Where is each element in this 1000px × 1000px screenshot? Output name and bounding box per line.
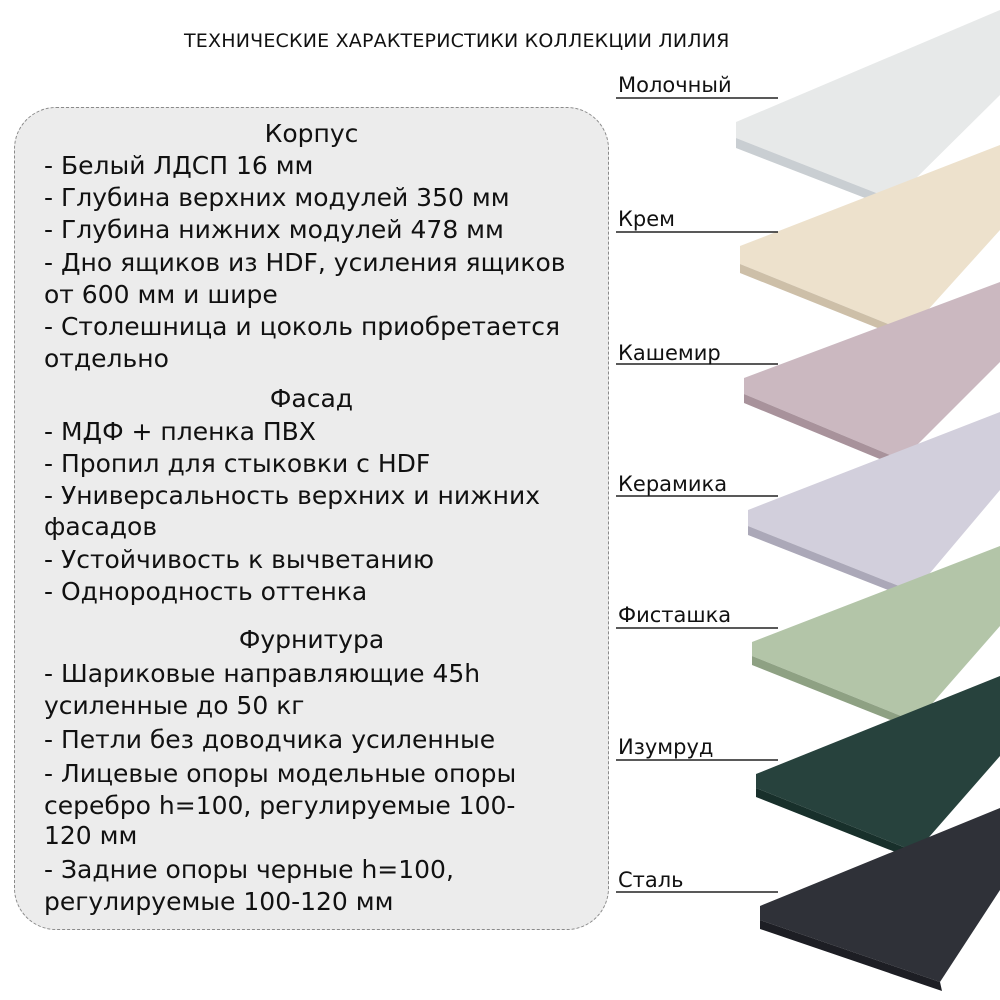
swatch-label: Изумруд — [618, 735, 714, 759]
swatch-face — [744, 282, 1000, 460]
swatch-face — [752, 546, 1000, 722]
swatch-edge — [760, 920, 942, 991]
spec-line: - Однородность оттенка — [44, 577, 368, 606]
spec-line: - Петли без доводчика усиленные — [44, 725, 496, 754]
swatch-face — [740, 145, 1000, 332]
swatch-label: Кашемир — [618, 341, 721, 365]
swatch-edge — [736, 138, 896, 210]
spec-line: - Пропил для стыковки с HDF — [44, 449, 431, 478]
swatch-label: Крем — [618, 207, 676, 231]
spec-line: - МДФ + пленка ПВХ — [44, 417, 316, 446]
spec-line: фасадов — [44, 512, 158, 541]
spec-line: - Дно ящиков из HDF, усиления ящиков — [44, 248, 566, 277]
swatch-label: Молочный — [618, 73, 732, 97]
swatch-panel-ceramic — [616, 412, 1000, 601]
swatch-face — [756, 676, 1000, 852]
swatch-panel-emerald — [616, 676, 1000, 861]
spec-line: усиленные до 50 кг — [44, 691, 305, 720]
spec-line: серебро h=100, регулируемые 100- — [44, 791, 516, 820]
swatch-face — [748, 412, 1000, 592]
spec-line: - Универсальность верхних и нижних — [44, 481, 540, 510]
spec-line: - Устойчивость к вычветанию — [44, 545, 435, 574]
spec-line: - Задние опоры черные h=100, — [44, 855, 454, 884]
spec-line: отдельно — [44, 344, 169, 373]
spec-line: от 600 мм и шире — [44, 280, 278, 309]
swatch-face — [760, 808, 1000, 982]
swatch-label: Керамика — [618, 472, 728, 496]
spec-line: - Шариковые направляющие 45h — [44, 659, 481, 688]
specs-panel — [14, 107, 609, 930]
swatch-panel-steel — [616, 808, 1000, 991]
swatch-panel-milk — [616, 10, 1000, 210]
page-title: ТЕХНИЧЕСКИЕ ХАРАКТЕРИСТИКИ КОЛЛЕКЦИИ ЛИЛ… — [184, 30, 730, 52]
section-heading-furnitura: Фурнитура — [238, 625, 385, 654]
swatch-label: Сталь — [618, 868, 684, 892]
spec-line: регулируемые 100-120 мм — [44, 887, 394, 916]
swatch-edge — [740, 264, 910, 341]
spec-line: - Столешница и цоколь приобретается — [44, 312, 560, 341]
swatch-face — [736, 10, 1000, 200]
spec-line: - Белый ЛДСП 16 мм — [44, 151, 314, 180]
section-heading-fasad: Фасад — [269, 384, 354, 413]
spec-line: - Глубина нижних модулей 478 мм — [44, 215, 504, 244]
spec-line: 120 мм — [44, 821, 138, 850]
swatch-edge — [756, 788, 918, 861]
swatch-label: Фисташка — [618, 603, 732, 627]
swatch-edge — [744, 394, 904, 469]
section-heading-korpus: Корпус — [264, 119, 359, 148]
swatch-edge — [752, 656, 918, 731]
spec-line: - Глубина верхних модулей 350 мм — [44, 183, 510, 212]
swatch-panel-pistachio — [616, 546, 1000, 731]
spec-line: - Лицевые опоры модельные опоры — [44, 759, 517, 788]
swatch-panel-cashmere — [616, 282, 1000, 469]
swatch-panel-cream — [616, 145, 1000, 341]
swatch-edge — [748, 526, 916, 601]
